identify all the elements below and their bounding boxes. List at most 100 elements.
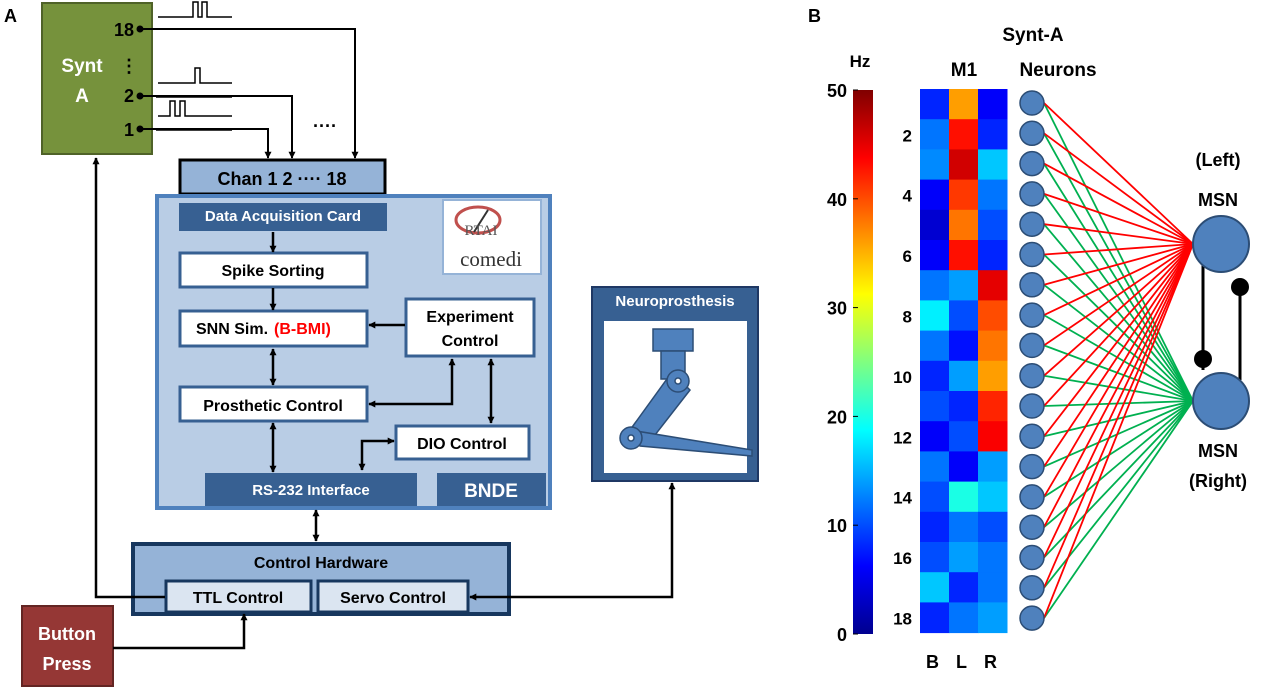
connection-to-left-msn (1043, 162, 1194, 245)
heatmap-cell (978, 602, 1008, 634)
channel-label-2: 2 (124, 86, 134, 106)
heatmap-cell (978, 149, 1008, 181)
ttl-control-box (164, 579, 313, 614)
heatmap-row-label: 18 (893, 610, 912, 629)
heatmap (920, 89, 1008, 634)
heatmap-cell (920, 481, 950, 513)
data-acq-label: Data Acquisition Card (205, 208, 361, 225)
heatmap-cell (949, 179, 979, 211)
heatmap-cell (920, 421, 950, 452)
heatmap-cell (920, 179, 950, 211)
panel-a-label: A (4, 6, 17, 26)
heatmap-cell (920, 602, 950, 634)
heatmap-cell (920, 511, 950, 543)
heatmap-cell (978, 421, 1008, 452)
connection-to-left-msn (1043, 243, 1194, 498)
heatmap-cell (949, 149, 979, 181)
heatmap-cell (978, 391, 1008, 422)
heatmap-cell (920, 89, 950, 120)
colorbar-tick-label: 30 (827, 299, 847, 319)
heatmap-cell (949, 300, 979, 332)
colorbar-tick-label: 20 (827, 407, 847, 427)
heatmap-cell (978, 209, 1008, 241)
synt-a-block (41, 2, 153, 155)
heatmap-row-label: 14 (893, 489, 912, 508)
colorbar-tick-label: 40 (827, 190, 847, 210)
synt-a-neuron (1019, 181, 1045, 207)
heatmap-cell (949, 481, 979, 513)
wire-ellipsis: ···· (313, 116, 337, 136)
heatmap-cell (949, 360, 979, 392)
panel-b-label: B (808, 6, 821, 26)
snn-sim-label: SNN Sim.(B-BMI) (196, 321, 331, 338)
connection-to-right-msn (1043, 400, 1194, 619)
connection-to-left-msn (1043, 243, 1194, 437)
connection-to-left-msn (1043, 243, 1194, 558)
channel-label-18: 18 (114, 20, 134, 40)
connection-to-right-msn (1043, 193, 1194, 402)
channel-ellipsis: ⋮ (120, 56, 138, 76)
heatmap-row-label: 2 (903, 126, 912, 145)
neurons-header: Neurons (1019, 60, 1096, 81)
connection-to-right-msn (1043, 223, 1194, 402)
synt-a-neuron (1019, 575, 1045, 601)
heatmap-cell (920, 360, 950, 392)
heatmap-cell (978, 451, 1008, 483)
channel-wires (136, 1, 359, 159)
experiment-control-line2: Control (442, 333, 499, 350)
external-arrows (92, 157, 676, 650)
connection-to-left-msn (1043, 243, 1194, 286)
heatmap-cell (920, 270, 950, 301)
heatmap-cell (920, 300, 950, 332)
prosthetic-control-label: Prosthetic Control (203, 398, 343, 415)
chan-box-label: Chan 1 2 ···· 18 (217, 169, 346, 189)
bnde-label: BNDE (464, 481, 518, 502)
synt-a-neuron (1019, 544, 1045, 571)
synt-a-neuron (1019, 514, 1045, 540)
synt-a-neuron (1019, 393, 1045, 419)
heatmap-row-label: 6 (903, 247, 912, 266)
msn-right-qualifier: (Right) (1189, 471, 1247, 491)
synt-a-neuron (1019, 241, 1045, 268)
connection-to-left-msn (1043, 243, 1194, 377)
network-connections (1043, 102, 1194, 619)
prosthetic-control-box (178, 385, 369, 423)
heatmap-cell (978, 270, 1008, 301)
synt-a-neuron (1019, 302, 1045, 328)
rs232-label: RS-232 Interface (252, 482, 370, 499)
colorbar-unit-label: Hz (850, 52, 871, 71)
servo-control-box (316, 579, 470, 614)
synt-a-neuron (1019, 332, 1045, 359)
experiment-control-box (404, 297, 536, 358)
msn-left-neuron (1192, 215, 1250, 273)
heatmap-cell (949, 451, 979, 483)
heatmap-cell (978, 481, 1008, 513)
heatmap-row-label: 12 (893, 428, 912, 447)
heatmap-cell (978, 511, 1008, 543)
synt-a-neuron (1019, 423, 1045, 450)
connection-to-left-msn (1043, 243, 1194, 619)
control-hardware-label: Control Hardware (254, 555, 388, 572)
heatmap-row-label: 8 (903, 308, 912, 327)
heatmap-cell (949, 602, 979, 634)
heatmap-cell (949, 89, 979, 120)
logo-comedi-text: comedi (460, 247, 522, 271)
msn-left-label: MSN (1198, 190, 1238, 210)
spike-sorting-label: Spike Sorting (221, 263, 324, 280)
synt-a-header: Synt-A (1002, 25, 1064, 46)
heatmap-cell (920, 209, 950, 241)
heatmap-cell (978, 360, 1008, 392)
dio-control-label: DIO Control (417, 436, 507, 453)
synt-a-neuron (1019, 362, 1045, 389)
synt-a-label-line2: A (75, 86, 89, 107)
heatmap-column-label: B (926, 652, 939, 672)
heatmap-cell (978, 240, 1008, 271)
data-acq-bar (179, 203, 387, 231)
connection-to-left-msn (1043, 243, 1194, 589)
dio-control-box (394, 424, 531, 461)
bbmi-text: (B-BMI) (274, 321, 331, 338)
synt-a-neuron (1019, 605, 1045, 631)
internal-arrows (269, 232, 495, 542)
